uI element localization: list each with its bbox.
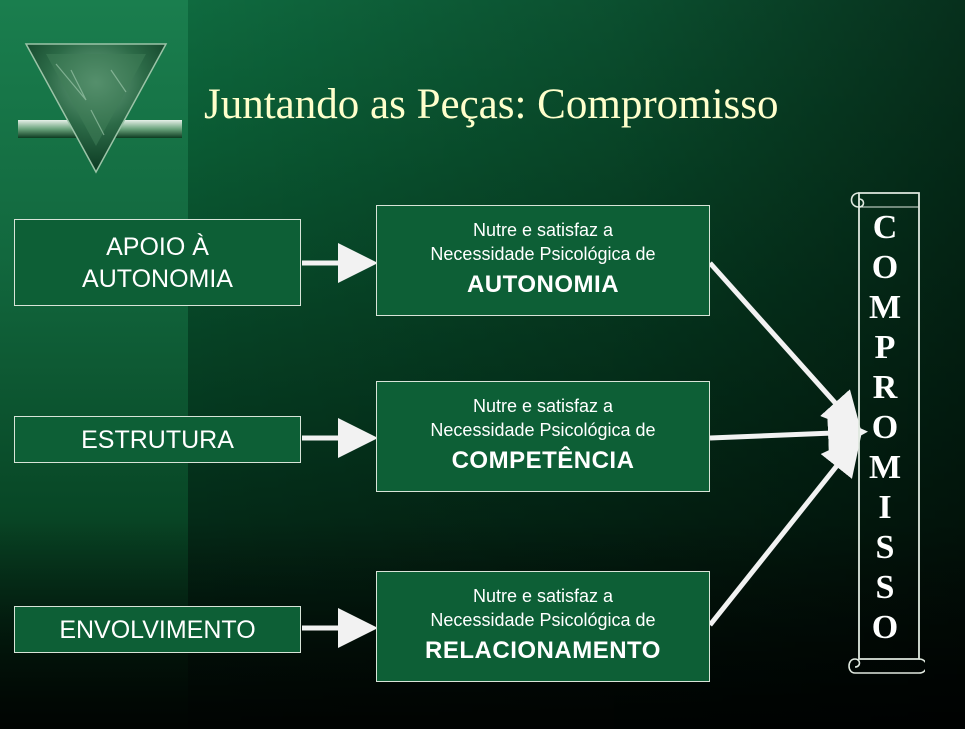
outcome-letter: O	[871, 409, 899, 446]
outcome-letter: P	[874, 329, 896, 366]
outcome-letter: M	[868, 289, 902, 326]
need-name: RELACIONAMENTO	[425, 636, 661, 664]
need-intro: Necessidade Psicológica de	[430, 243, 656, 264]
need-name: AUTONOMIA	[466, 270, 620, 298]
need-intro: Nutre e satisfaz a	[472, 395, 614, 416]
arrow-competencia-to-outcome	[709, 413, 868, 454]
need-box-relacionamento: Nutre e satisfaz a Necessidade Psicológi…	[376, 571, 710, 682]
arrow-relacionamento-to-outcome	[708, 435, 862, 627]
marble-triangle-icon	[18, 43, 182, 174]
source-box-apoio-autonomia: APOIO À AUTONOMIA	[14, 219, 301, 306]
need-intro: Nutre e satisfaz a	[472, 219, 614, 240]
need-name: COMPETÊNCIA	[451, 446, 635, 474]
source-label-line: AUTONOMIA	[82, 264, 233, 293]
arrow-autonomia-to-outcome	[708, 261, 862, 433]
need-box-competencia: Nutre e satisfaz a Necessidade Psicológi…	[376, 381, 710, 492]
outcome-letter: I	[878, 489, 892, 526]
outcome-word: C O M P R O M I S S O	[857, 208, 913, 648]
outcome-letter: M	[868, 449, 902, 486]
source-label-line: APOIO À	[106, 232, 209, 261]
need-intro: Nutre e satisfaz a	[472, 585, 614, 606]
outcome-letter: O	[871, 609, 899, 646]
slide-title: Juntando as Peças: Compromisso	[204, 81, 779, 128]
source-label-line: ESTRUTURA	[81, 425, 234, 454]
source-box-envolvimento: ENVOLVIMENTO	[14, 606, 301, 653]
outcome-letter: O	[871, 249, 899, 286]
need-box-autonomia: Nutre e satisfaz a Necessidade Psicológi…	[376, 205, 710, 316]
need-intro: Necessidade Psicológica de	[430, 419, 656, 440]
need-intro: Necessidade Psicológica de	[430, 609, 656, 630]
outcome-letter: C	[872, 209, 898, 246]
outcome-letter: S	[875, 529, 895, 566]
outcome-letter: S	[875, 569, 895, 606]
source-box-estrutura: ESTRUTURA	[14, 416, 301, 463]
outcome-letter: R	[872, 369, 898, 406]
source-label-line: ENVOLVIMENTO	[59, 615, 256, 644]
scroll-banner	[848, 192, 925, 674]
